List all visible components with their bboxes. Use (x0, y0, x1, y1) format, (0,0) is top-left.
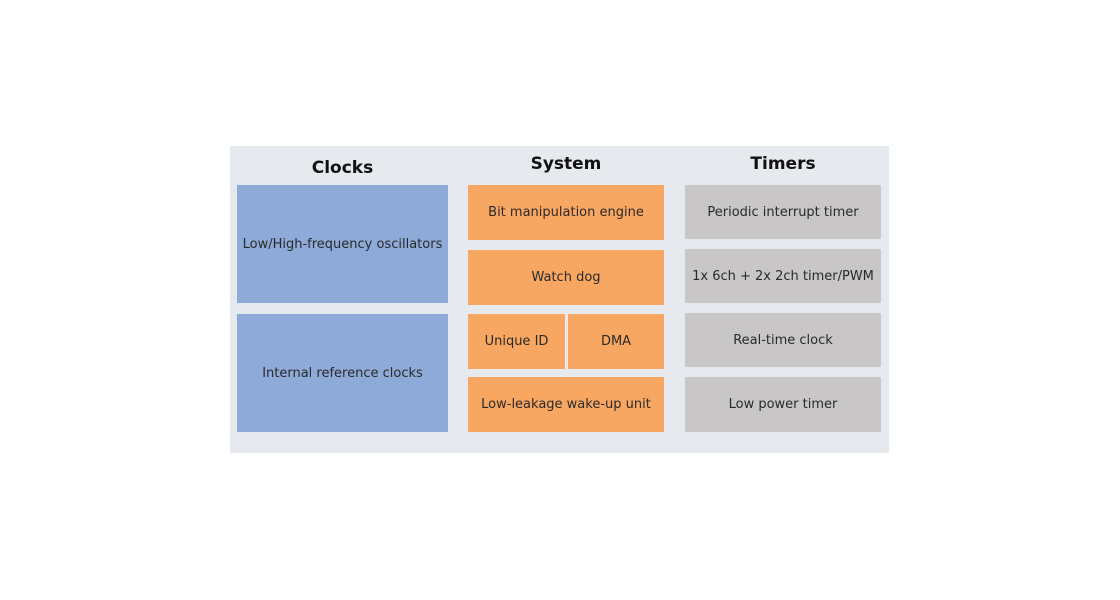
timers-block-low-power: Low power timer (685, 377, 881, 432)
system-block-dma: DMA (568, 314, 664, 369)
clocks-heading: Clocks (311, 158, 374, 178)
timers-block-periodic-interrupt: Periodic interrupt timer (685, 185, 881, 239)
clocks-block-reference-clocks: Internal reference clocks (237, 314, 448, 432)
clocks-block-oscillators: Low/High-frequency oscillators (237, 185, 448, 303)
system-heading: System (530, 154, 602, 174)
system-block-wakeup-unit: Low-leakage wake-up unit (468, 377, 664, 432)
system-block-unique-id: Unique ID (468, 314, 565, 369)
timers-block-rtc: Real-time clock (685, 313, 881, 367)
timers-block-pwm: 1x 6ch + 2x 2ch timer/PWM (685, 249, 881, 303)
system-block-watchdog: Watch dog (468, 250, 664, 305)
timers-heading: Timers (750, 154, 816, 174)
system-block-bit-manipulation: Bit manipulation engine (468, 185, 664, 240)
